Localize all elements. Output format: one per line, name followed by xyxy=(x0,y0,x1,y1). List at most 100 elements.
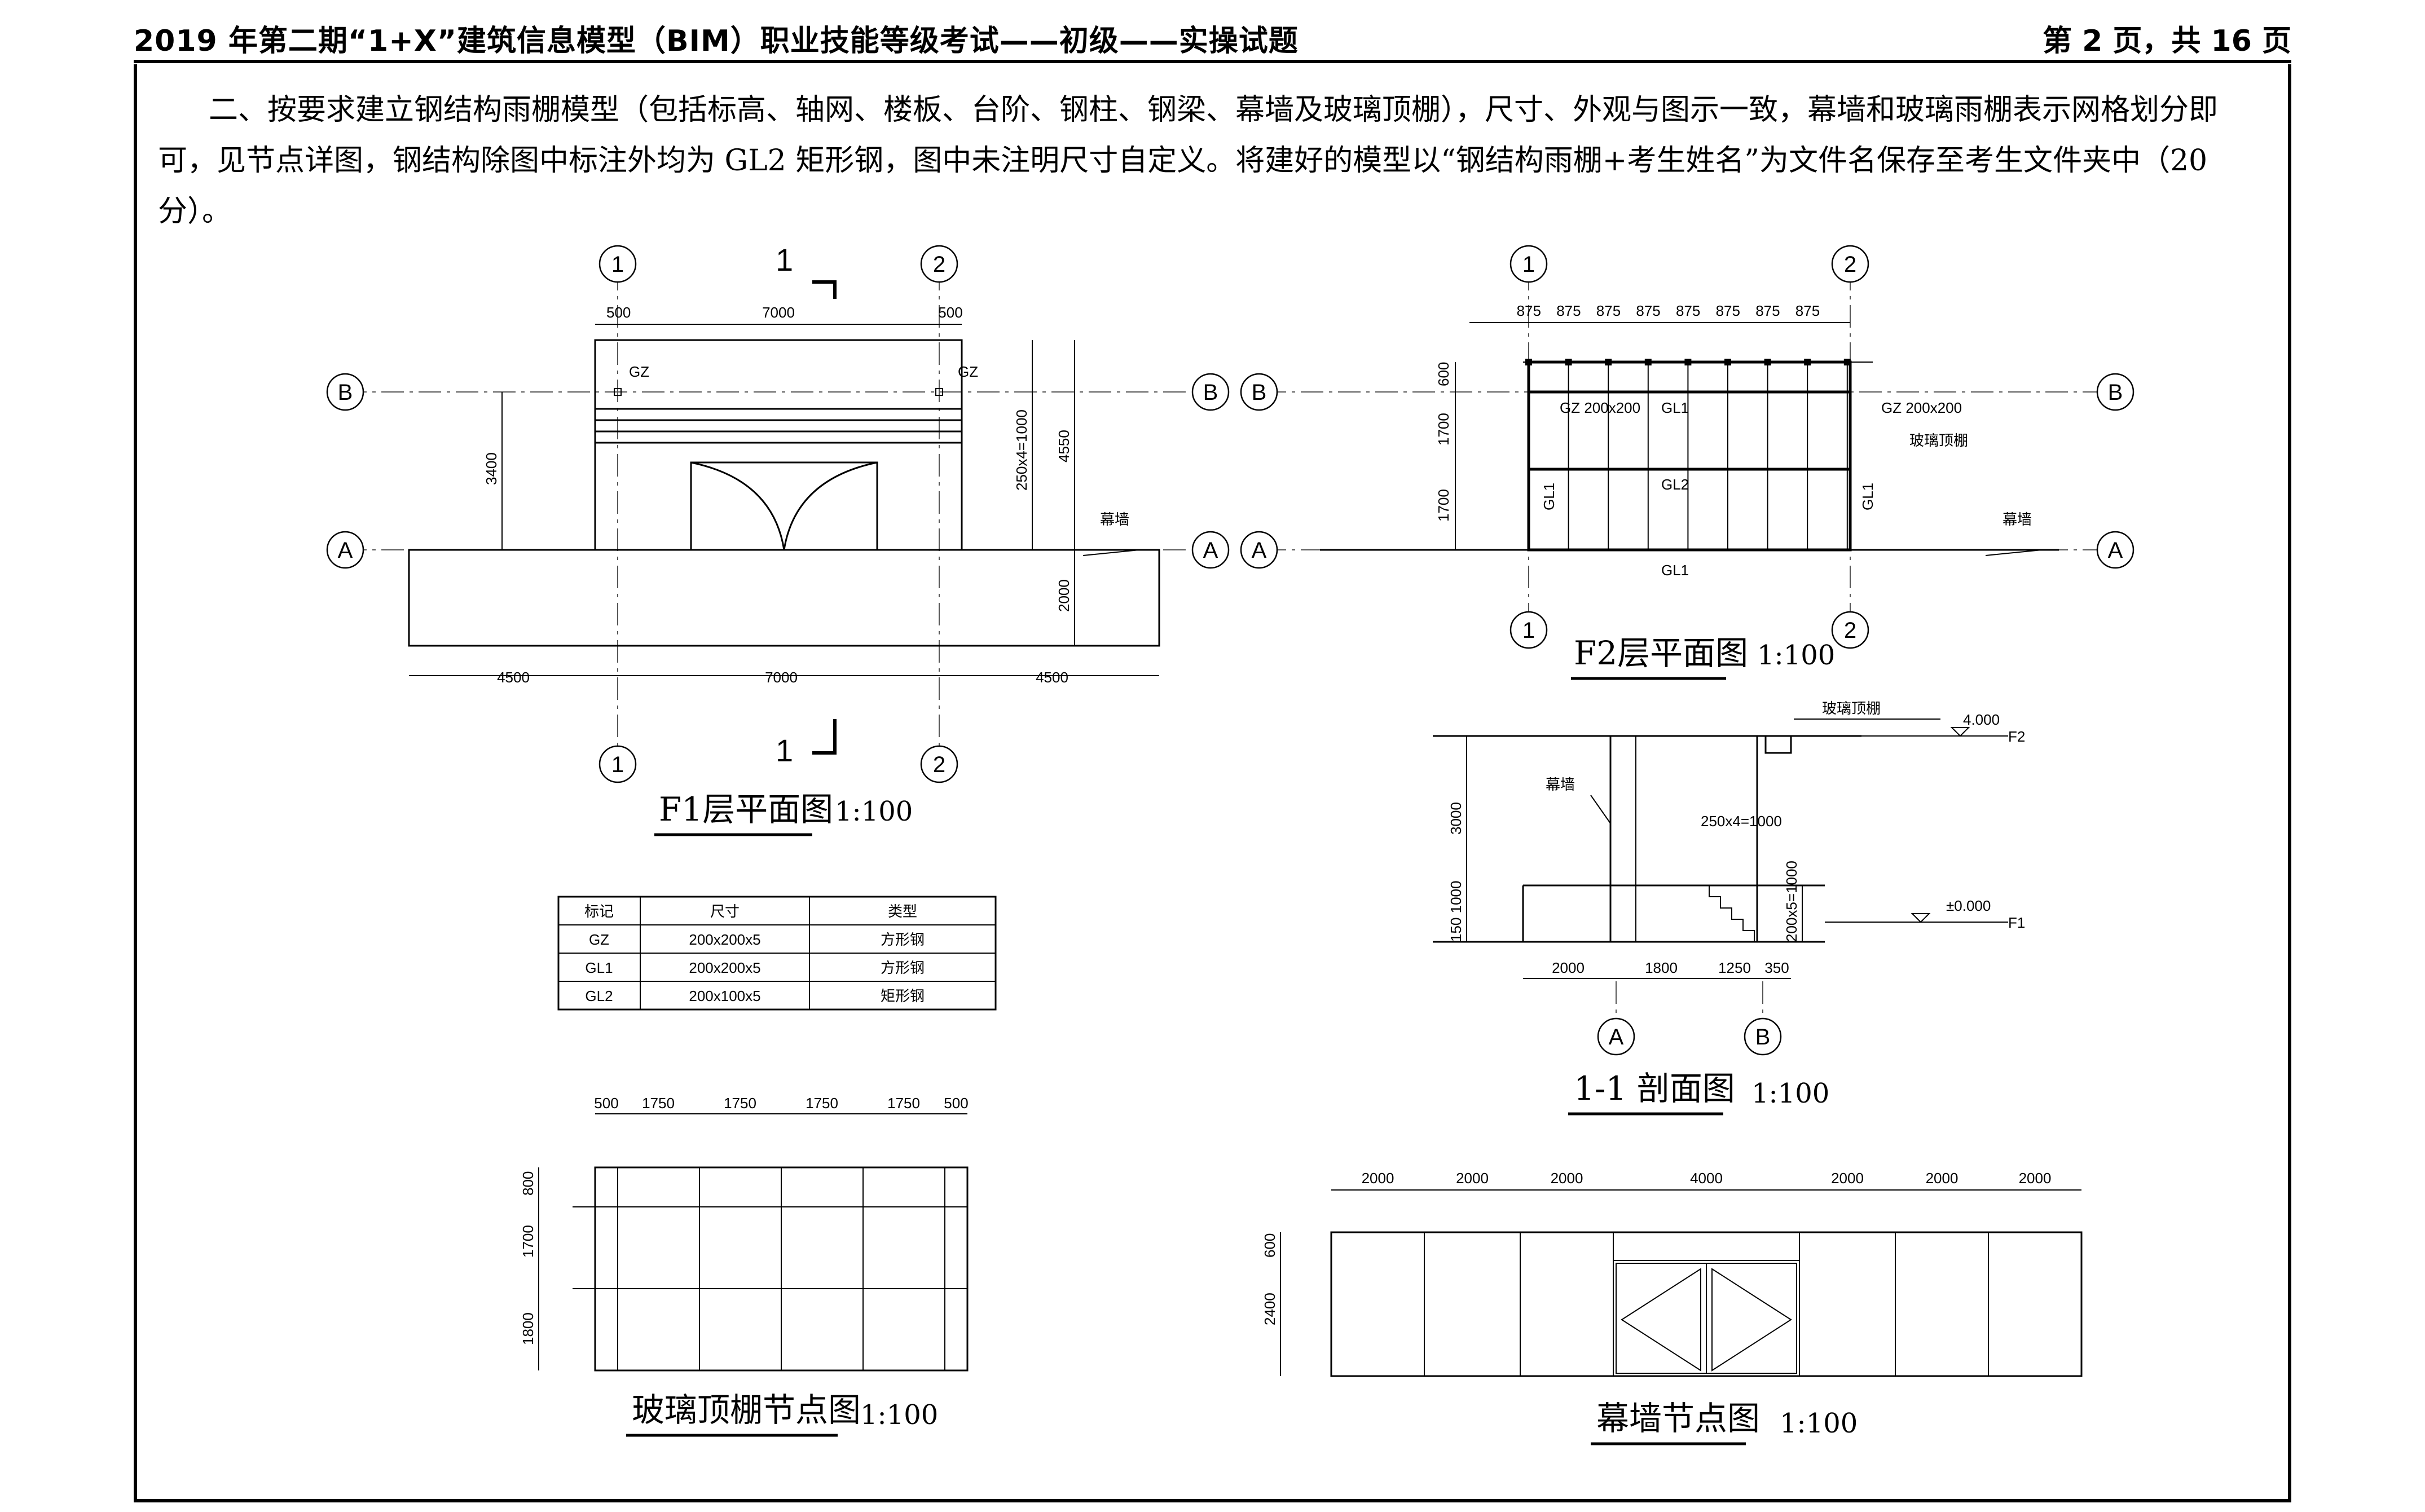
cw-dim-top: 2000 xyxy=(1831,1170,1864,1187)
table-cell: 200x100x5 xyxy=(689,988,760,1004)
f2-axis-B-right: B xyxy=(2108,380,2123,405)
dim-right-inner: 250x4=1000 xyxy=(1013,409,1030,491)
table-cell: GL2 xyxy=(585,988,613,1004)
f2-gl1-left: GL1 xyxy=(1541,483,1557,510)
f2-dim-top: 875 xyxy=(1596,302,1621,319)
table-cell: GL1 xyxy=(585,959,613,976)
section-dim-b2: 1250 xyxy=(1718,959,1751,976)
f2-gl1-bottom: GL1 xyxy=(1661,562,1689,579)
canopy-dim-0: 500 xyxy=(594,1095,618,1112)
f2-dim-top: 875 xyxy=(1755,302,1780,319)
f2-canopy-label: 玻璃顶棚 xyxy=(1909,432,1968,449)
canopy-dim-3: 1750 xyxy=(806,1095,838,1112)
f2-axis-A-right: A xyxy=(2108,538,2123,563)
canopy-dim-left-2: 1800 xyxy=(520,1312,536,1345)
f2-gl1-right: GL1 xyxy=(1859,483,1876,510)
section-1-1: 幕墙 玻璃顶棚 250x4=1000 4.000 F2 ±0.000 F1 30… xyxy=(1433,700,2025,1116)
section-mark-top: 1 xyxy=(776,242,793,277)
axis-1-label-bottom: 1 xyxy=(611,752,624,777)
table-header: 标记 xyxy=(584,903,614,920)
f1-title: F1层平面图 xyxy=(659,790,833,828)
dim-top-2: 500 xyxy=(938,304,962,321)
section-canopy: 玻璃顶棚 xyxy=(1822,700,1881,717)
section-title: 1-1 剖面图 xyxy=(1574,1069,1735,1108)
table-cell: 200x200x5 xyxy=(689,931,760,948)
cw-dim-top: 2000 xyxy=(1551,1170,1583,1187)
table-cell: 矩形钢 xyxy=(881,988,925,1004)
section-stair: 250x4=1000 xyxy=(1701,813,1782,830)
cw-dim-top: 2000 xyxy=(1362,1170,1394,1187)
page-number: 第 2 页，共 16 页 xyxy=(2043,24,2291,58)
gz-label: GZ xyxy=(629,363,649,380)
dim-bottom-1: 7000 xyxy=(765,669,798,686)
f2-dim-top: 875 xyxy=(1795,302,1820,319)
table-cell: GZ xyxy=(589,931,609,948)
gz-label-right: GZ xyxy=(958,363,978,380)
canopy-dim-4: 1750 xyxy=(887,1095,920,1112)
canopy-node-scale: 1:100 xyxy=(860,1399,938,1431)
exam-title: 2019 年第二期“1+X”建筑信息模型（BIM）职业技能等级考试——初级——实… xyxy=(134,24,1299,58)
axis-A-label: A xyxy=(338,538,353,563)
cw-dim-top: 2000 xyxy=(2019,1170,2052,1187)
header-rule xyxy=(134,60,2291,63)
axis-2-label-bottom: 2 xyxy=(933,752,945,777)
section-curtain: 幕墙 xyxy=(1546,776,1575,793)
f2-axis-1-bottom: 1 xyxy=(1522,618,1535,643)
f2-scale: 1:100 xyxy=(1757,640,1835,671)
dim-top-1: 7000 xyxy=(762,304,795,321)
table-cell: 方形钢 xyxy=(881,959,925,976)
f2-dim-left-2: 1700 xyxy=(1435,489,1452,522)
dim-bottom-0: 4500 xyxy=(497,669,530,686)
cw-dim-left-0: 600 xyxy=(1261,1233,1278,1258)
f2-axis-2-bottom: 2 xyxy=(1844,618,1856,643)
dim-top-0: 500 xyxy=(606,304,631,321)
level-base: ±0.000 xyxy=(1946,897,1991,914)
axis-B-label: B xyxy=(338,380,353,405)
f2-axis-2: 2 xyxy=(1844,252,1856,277)
axis-B-label-right: B xyxy=(1203,380,1218,405)
cw-dim-top: 2000 xyxy=(1456,1170,1489,1187)
table-header: 类型 xyxy=(888,903,917,920)
section-dim-b0: 2000 xyxy=(1552,959,1585,976)
level-base-name: F1 xyxy=(2008,914,2025,931)
f2-axis-B: B xyxy=(1252,380,1267,405)
f2-dim-top: 875 xyxy=(1676,302,1700,319)
axis-2-label: 2 xyxy=(933,252,945,277)
section-axis-A: A xyxy=(1609,1025,1624,1050)
section-dim-b3: 350 xyxy=(1764,959,1789,976)
axis-1-bubble xyxy=(598,245,637,283)
cw-dim-top: 2000 xyxy=(1926,1170,1959,1187)
f1-scale: 1:100 xyxy=(835,796,913,827)
canopy-dim-1: 1750 xyxy=(642,1095,675,1112)
curtain-node-title: 幕墙节点图 xyxy=(1596,1399,1760,1438)
f2-axis-1: 1 xyxy=(1522,252,1535,277)
canopy-dim-left-1: 1700 xyxy=(520,1225,536,1258)
canopy-dim-5: 500 xyxy=(944,1095,968,1112)
f2-title: F2层平面图 xyxy=(1574,634,1748,672)
table-cell: 200x200x5 xyxy=(689,959,760,976)
f2-gl1-top: GL1 xyxy=(1661,399,1689,416)
dim-left: 3400 xyxy=(483,452,500,485)
cw-dim-top: 4000 xyxy=(1690,1170,1723,1187)
f2-dim-top: 875 xyxy=(1716,302,1740,319)
f2-dim-top: 875 xyxy=(1556,302,1581,319)
curtain-label: 幕墙 xyxy=(1100,511,1129,528)
f2-dim-left-1: 1700 xyxy=(1435,413,1452,446)
f2-dim-top: 875 xyxy=(1636,302,1660,319)
axis-1-label: 1 xyxy=(611,252,624,277)
canopy-dim-left-0: 800 xyxy=(520,1171,536,1196)
f2-gz-left: GZ 200x200 xyxy=(1560,399,1640,416)
dim-bottom-2: 4500 xyxy=(1036,669,1068,686)
canopy-node: 500 1750 1750 1750 1750 500 800 1700 180… xyxy=(520,1095,969,1437)
section-scale: 1:100 xyxy=(1751,1078,1829,1109)
section-axis-B: B xyxy=(1755,1025,1771,1050)
f2-dim-left-0: 600 xyxy=(1435,362,1452,386)
section-dim-b1: 1800 xyxy=(1645,959,1678,976)
section-mark-bottom: 1 xyxy=(776,733,793,768)
table-cell: 方形钢 xyxy=(881,931,925,948)
drawing-frame xyxy=(134,64,2291,1502)
